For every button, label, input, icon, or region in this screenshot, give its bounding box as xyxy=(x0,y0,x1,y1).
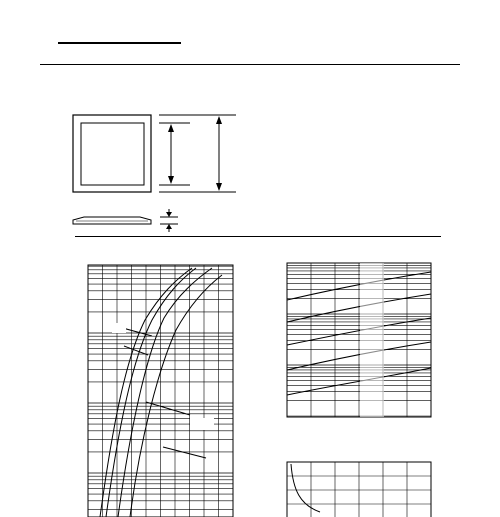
chart-left-curve-3 xyxy=(117,267,213,517)
header-title-underline xyxy=(58,42,181,44)
chart-right-top-curve-5 xyxy=(286,367,432,396)
header-divider xyxy=(40,64,460,65)
chart-left-label-box-2 xyxy=(190,418,214,430)
chart-left-curve-1 xyxy=(99,267,193,517)
package-outline-drawing xyxy=(72,114,236,232)
chart-right-top-curve-4 xyxy=(286,341,432,371)
chart-left-leader-2 xyxy=(123,345,149,356)
chart-left-grid xyxy=(88,265,233,517)
chart-right-bottom xyxy=(286,461,432,517)
chart-left-labels xyxy=(112,323,214,459)
chart-left-curve-2 xyxy=(105,267,197,517)
chart-left xyxy=(87,264,234,517)
chart-left-leader-4 xyxy=(162,446,207,459)
chart-left-leader-3 xyxy=(145,401,191,416)
chart-right-top-curves xyxy=(286,271,432,396)
dim-outer-arrow-top xyxy=(216,116,222,124)
chart-left-curves xyxy=(99,267,223,517)
chart-right-top-curve-2 xyxy=(286,293,432,323)
chart-left-label-box-1 xyxy=(112,323,126,333)
dim-inner-arrow-top xyxy=(168,124,174,132)
chart-right-top-curve-3 xyxy=(286,317,432,346)
chart-right-top-grid xyxy=(287,263,431,417)
chart-right-bottom-curve xyxy=(290,463,321,513)
chart-right-top-curve-1 xyxy=(286,271,432,301)
dim-inner-arrow-bottom xyxy=(168,176,174,184)
chart-right-bottom-grid xyxy=(287,462,431,517)
package-inner-square xyxy=(80,122,145,186)
chart-left-curve-4 xyxy=(129,274,223,517)
dim-outer-arrow-bottom xyxy=(216,183,222,191)
chart-right-top xyxy=(286,262,432,418)
section-divider xyxy=(75,236,441,237)
package-outer-square xyxy=(72,114,152,193)
chart-right-top-label-gap xyxy=(360,263,384,417)
package-side-view xyxy=(72,216,152,225)
